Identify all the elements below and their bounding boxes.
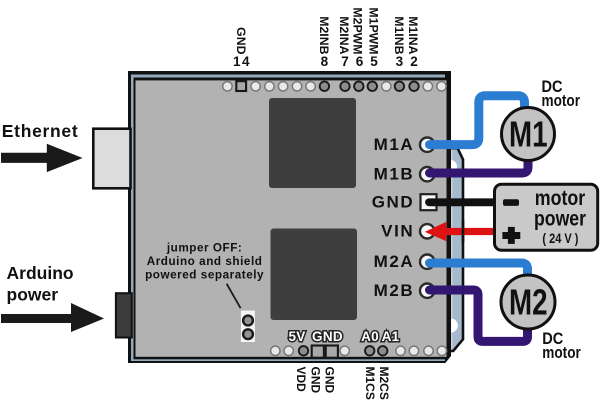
svg-text:motor: motor xyxy=(542,92,581,110)
svg-text:5V: 5V xyxy=(288,329,305,344)
svg-text:M2PWM: M2PWM xyxy=(351,7,365,54)
svg-text:M2B: M2B xyxy=(374,281,415,300)
svg-text:GND: GND xyxy=(312,329,343,344)
svg-text:powered separately: powered separately xyxy=(145,269,264,282)
svg-text:GND: GND xyxy=(308,367,322,394)
svg-text:M2INB: M2INB xyxy=(317,16,331,54)
svg-text:power: power xyxy=(7,285,59,305)
svg-text:power: power xyxy=(534,207,586,230)
svg-text:( 24 V ): ( 24 V ) xyxy=(542,231,578,246)
svg-text:M1PWM: M1PWM xyxy=(367,7,381,54)
svg-text:M1INA: M1INA xyxy=(406,16,420,54)
svg-text:VDD: VDD xyxy=(294,367,308,393)
svg-text:M2: M2 xyxy=(509,282,547,322)
svg-text:GND: GND xyxy=(234,27,248,54)
svg-text:jumper OFF:: jumper OFF: xyxy=(166,242,243,255)
svg-text:M2CS: M2CS xyxy=(377,367,391,400)
svg-text:M2A: M2A xyxy=(374,252,415,271)
svg-text:DC: DC xyxy=(542,330,563,348)
svg-text:2: 2 xyxy=(410,54,419,69)
svg-text:Ethernet: Ethernet xyxy=(2,121,79,141)
svg-text:M1CS: M1CS xyxy=(363,367,377,400)
svg-text:M1: M1 xyxy=(509,114,547,154)
svg-text:A1: A1 xyxy=(382,329,400,344)
svg-text:Arduino and shield: Arduino and shield xyxy=(147,255,263,268)
svg-text:A0: A0 xyxy=(361,329,379,344)
svg-text:14: 14 xyxy=(233,54,251,69)
svg-text:M1A: M1A xyxy=(374,135,415,154)
svg-text:7: 7 xyxy=(341,54,350,69)
svg-text:VIN: VIN xyxy=(381,222,414,241)
svg-text:GND: GND xyxy=(372,192,415,211)
svg-text:M2INA: M2INA xyxy=(337,16,351,54)
svg-text:8: 8 xyxy=(321,54,330,69)
svg-text:DC: DC xyxy=(542,78,563,96)
svg-text:Arduino: Arduino xyxy=(7,263,74,283)
svg-text:M1B: M1B xyxy=(374,164,415,183)
svg-text:GND: GND xyxy=(323,367,337,394)
svg-text:3: 3 xyxy=(396,54,405,69)
svg-text:6: 6 xyxy=(356,54,365,69)
svg-text:motor: motor xyxy=(542,344,581,362)
svg-text:motor: motor xyxy=(535,187,586,210)
svg-text:M1INB: M1INB xyxy=(392,16,406,54)
svg-text:5: 5 xyxy=(370,54,379,69)
